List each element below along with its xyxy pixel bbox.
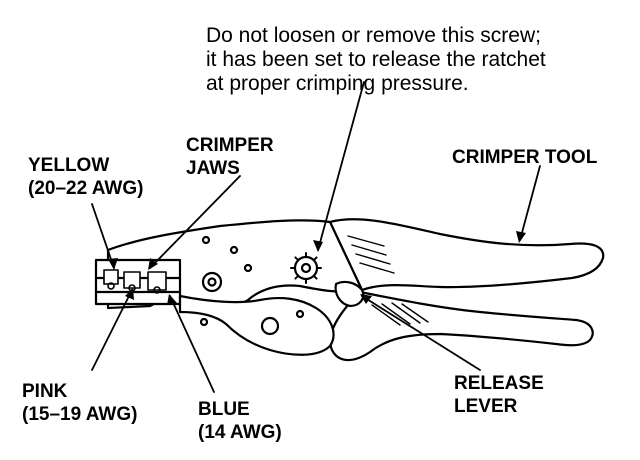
label-crimper-jaws-line1: CRIMPER (186, 135, 274, 156)
pivot-hole-large (201, 271, 223, 293)
note-line-2: it has been set to release the ratchet (206, 48, 546, 71)
jaw-notches (103, 269, 167, 294)
label-blue-gauge: (14 AWG) (198, 422, 282, 443)
note-line-1: Do not loosen or remove this screw; (206, 24, 541, 47)
leader-lines (91, 81, 541, 393)
label-yellow-gauge: (20–22 AWG) (28, 178, 144, 199)
note-line-3: at proper crimping pressure. (206, 72, 469, 95)
label-release-lever-line2: LEVER (454, 396, 518, 417)
label-pink-name: PINK (22, 381, 68, 402)
upper-grip-lines (347, 235, 395, 274)
label-yellow: YELLOW (20–22 AWG) (28, 154, 143, 200)
label-crimper-jaws-line2: JAWS (186, 158, 240, 179)
label-crimper-tool-line1: CRIMPER TOOL (452, 147, 598, 168)
label-blue-name: BLUE (198, 399, 250, 420)
label-blue: BLUE (14 AWG) (198, 398, 282, 444)
label-release-lever: RELEASE LEVER (454, 372, 544, 418)
lower-handle (329, 290, 594, 362)
label-crimper-jaws: CRIMPER JAWS (186, 134, 274, 180)
label-yellow-name: YELLOW (28, 155, 110, 176)
lower-jaw-arm (178, 294, 335, 356)
lower-arm-hole (260, 316, 280, 336)
upper-handle (328, 218, 605, 292)
label-crimper-tool: CRIMPER TOOL (452, 146, 597, 169)
label-pink: PINK (15–19 AWG) (22, 380, 137, 426)
release-lever (334, 280, 365, 308)
ratchet-screw (290, 252, 322, 284)
lower-grip-lines (371, 302, 429, 326)
label-pink-gauge: (15–19 AWG) (22, 404, 138, 425)
label-release-lever-line1: RELEASE (454, 373, 544, 394)
screw-warning-note: Do not loosen or remove this screw; it h… (206, 24, 631, 96)
